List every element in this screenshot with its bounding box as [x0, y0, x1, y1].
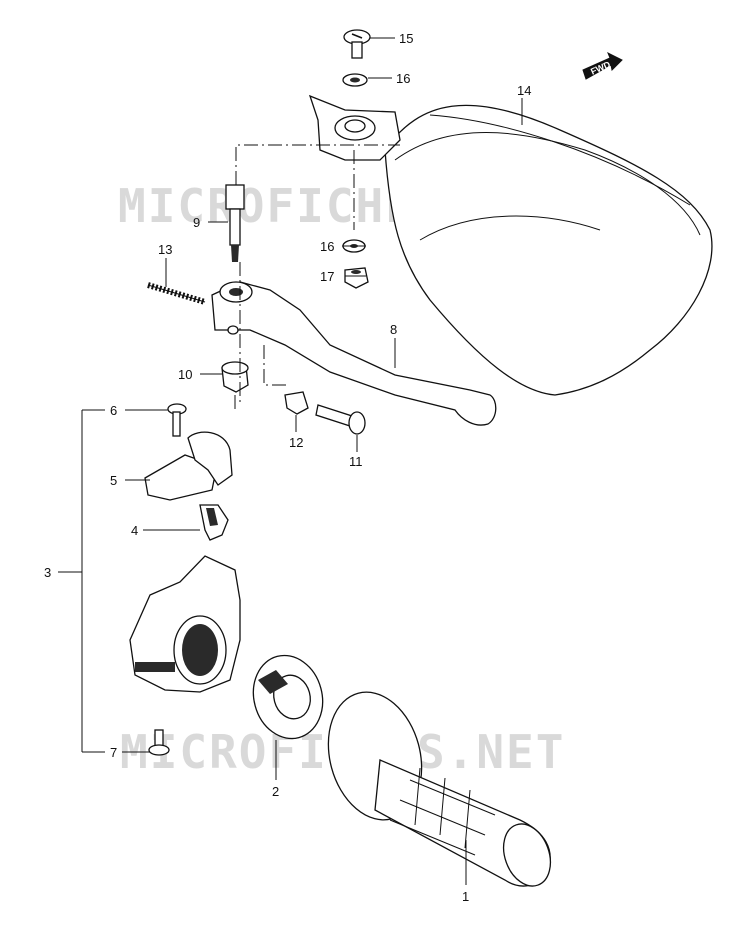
- callout-6: 6: [110, 403, 117, 418]
- callout-16-middle: 16: [320, 239, 334, 254]
- collar-10: [221, 361, 249, 393]
- callout-2: 2: [272, 784, 279, 799]
- spring-13: [147, 282, 206, 305]
- screw-15: [343, 29, 371, 59]
- pivot-bolt-9: [225, 184, 245, 262]
- callout-8: 8: [390, 322, 397, 337]
- callout-11: 11: [349, 454, 363, 469]
- hand-guard: [384, 104, 713, 396]
- grip-1: [327, 691, 552, 887]
- screw-7: [148, 729, 170, 756]
- callout-4: 4: [131, 523, 138, 538]
- leader-lines: [58, 37, 523, 885]
- fwd-arrow-icon: FWD: [582, 51, 623, 80]
- callout-5: 5: [110, 473, 117, 488]
- callout-17: 17: [320, 269, 334, 284]
- callout-9: 9: [193, 215, 200, 230]
- bolt-11: [315, 404, 366, 435]
- washer-16-top: [342, 73, 368, 87]
- clamp-bracket-5: [144, 431, 233, 501]
- callout-3: 3: [44, 565, 51, 580]
- callout-15: 15: [399, 31, 413, 46]
- callout-1: 1: [462, 889, 469, 904]
- screw-6: [167, 403, 187, 437]
- callout-14: 14: [517, 83, 531, 98]
- clip-4: [199, 504, 229, 541]
- clutch-lever-8: [211, 281, 497, 426]
- nut-12: [284, 391, 309, 415]
- lever-housing: [129, 555, 241, 693]
- callout-7: 7: [110, 745, 117, 760]
- nut-17: [344, 267, 369, 289]
- callout-12: 12: [289, 435, 303, 450]
- callout-13: 13: [158, 242, 172, 257]
- callout-10: 10: [178, 367, 192, 382]
- lever-bracket: [308, 94, 401, 161]
- fwd-label: FWD: [589, 59, 612, 77]
- ring-2: [252, 654, 324, 740]
- callout-16-top: 16: [396, 71, 410, 86]
